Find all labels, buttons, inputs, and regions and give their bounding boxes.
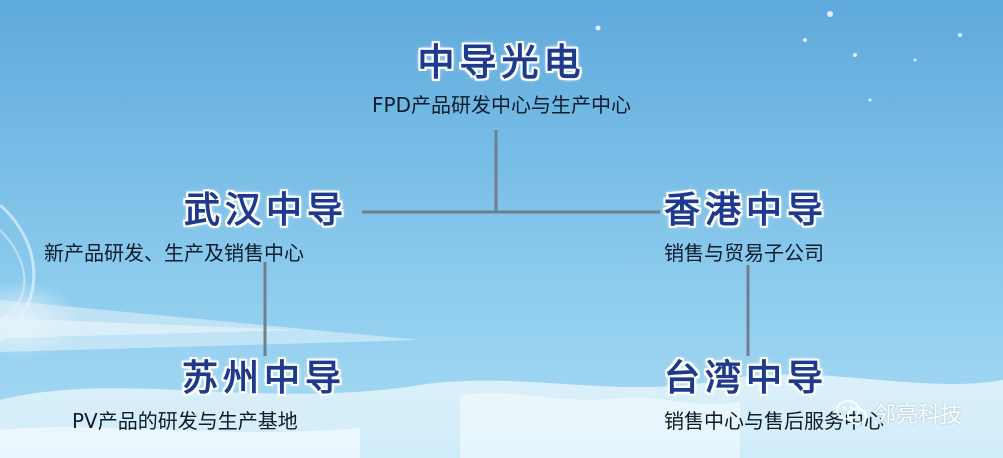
root-title: 中导光电 — [417, 41, 586, 84]
taiwan-title: 台湾中导 — [664, 358, 829, 399]
org-node-root: 中导光电 FPD产品研发中心与生产中心 — [0, 44, 1003, 115]
wechat-icon — [836, 400, 867, 425]
suzhou-subtitle: PV产品的研发与生产基地 — [72, 409, 298, 433]
bottom-clouds — [0, 374, 1003, 458]
decorative-stars — [595, 11, 962, 102]
watermark: 邻亮科技 — [836, 397, 962, 429]
suzhou-title: 苏州中导 — [182, 358, 347, 399]
left-light-swirl — [0, 203, 420, 360]
org-node-wuhan: 武汉中导 新产品研发、生产及销售中心 — [44, 190, 349, 265]
hongkong-title: 香港中导 — [664, 190, 829, 231]
watermark-text: 邻亮科技 — [874, 403, 963, 428]
hongkong-subtitle: 销售与贸易子公司 — [664, 241, 824, 265]
wuhan-title: 武汉中导 — [184, 190, 349, 231]
root-subtitle: FPD产品研发中心与生产中心 — [372, 93, 631, 117]
org-node-taiwan: 台湾中导 销售中心与售后服务中心 — [664, 358, 884, 433]
wuhan-subtitle: 新产品研发、生产及销售中心 — [44, 241, 304, 265]
org-node-hongkong: 香港中导 销售与贸易子公司 — [664, 190, 829, 265]
org-node-suzhou: 苏州中导 PV产品的研发与生产基地 — [72, 358, 347, 433]
taiwan-subtitle: 销售中心与售后服务中心 — [664, 409, 884, 433]
